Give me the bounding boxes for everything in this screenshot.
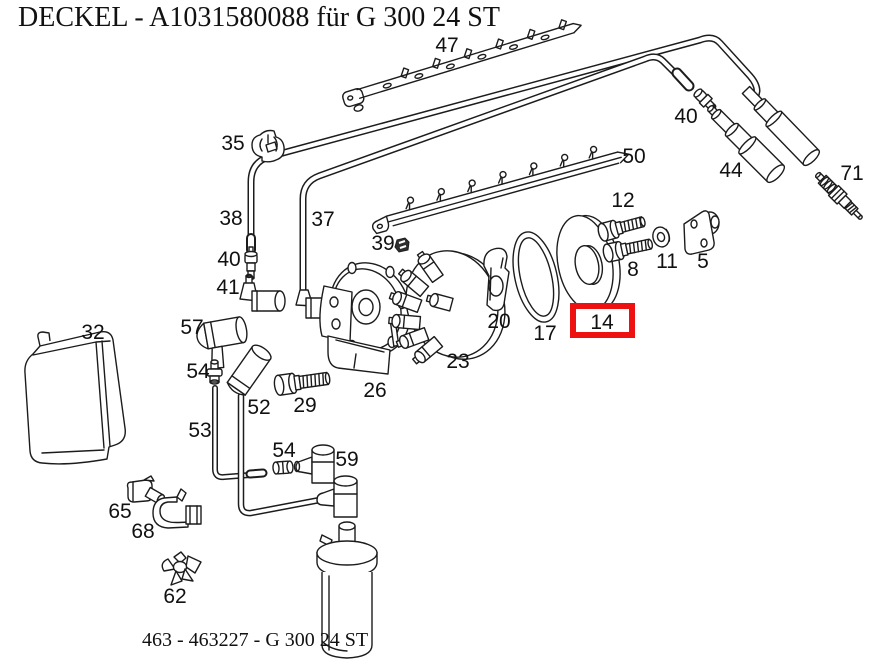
seal-ring-17: [512, 231, 560, 323]
elbow-boot-41: [239, 273, 286, 312]
part-label-57[interactable]: 57: [180, 316, 203, 339]
part-label-5[interactable]: 5: [697, 250, 709, 273]
cable-clip-35: [251, 129, 285, 163]
cap-terminal: [416, 250, 444, 284]
connector-54-lower: [272, 460, 294, 475]
cap-terminal: [388, 313, 422, 331]
part-label-29[interactable]: 29: [293, 394, 316, 417]
part-label-32[interactable]: 32: [81, 321, 104, 344]
connector-54-upper: [206, 359, 223, 385]
part-label-50[interactable]: 50: [622, 145, 645, 168]
ignition-coil: [316, 521, 378, 659]
plug-boot-on-cable: [741, 85, 821, 167]
part-label-41[interactable]: 41: [216, 276, 239, 299]
part-label-26[interactable]: 26: [363, 379, 386, 402]
ignition-cable-37: [299, 53, 695, 298]
cable-rail-47: [342, 19, 582, 112]
cap-terminal: [412, 335, 444, 365]
part-label-8[interactable]: 8: [627, 258, 639, 281]
part-label-59[interactable]: 59: [335, 448, 358, 471]
bracket-5: [683, 210, 720, 255]
part-label-44[interactable]: 44: [719, 159, 743, 182]
straight-boot-52: [226, 344, 272, 396]
part-label-47[interactable]: 47: [435, 34, 458, 57]
page-title: DECKEL - A1031580088 für G 300 24 ST: [18, 2, 500, 33]
part-label-38[interactable]: 38: [219, 207, 242, 230]
part-label-54-lower[interactable]: 54: [272, 439, 296, 462]
nut-39: [394, 237, 410, 253]
spark-plug-71: [814, 171, 863, 220]
footer-caption: 463 - 463227 - G 300 24 ST: [142, 629, 368, 651]
clamp-68: [152, 488, 202, 529]
part-label-65[interactable]: 65: [108, 500, 131, 523]
part-label-11[interactable]: 11: [656, 250, 678, 273]
elbow-boot-57: [196, 316, 248, 370]
part-label-53[interactable]: 53: [188, 419, 211, 442]
ignition-cable-38: [246, 34, 761, 255]
part-label-17[interactable]: 17: [533, 322, 556, 345]
plug-boot-44: [707, 105, 786, 184]
bolt-29: [273, 371, 331, 396]
cap-terminal: [395, 326, 430, 349]
cap-terminal: [388, 291, 423, 314]
clip-62: [161, 551, 202, 586]
part-label-52[interactable]: 52: [247, 396, 270, 419]
ignition-cable-53: [212, 385, 268, 481]
screw-8: [602, 238, 654, 263]
part-label-20[interactable]: 20: [487, 310, 510, 333]
part-label-35[interactable]: 35: [221, 132, 244, 155]
washer-11: [652, 226, 671, 248]
distributor-cap-23: [388, 250, 506, 365]
part-label-40-right[interactable]: 40: [674, 105, 697, 128]
distributor-housing-26: [319, 261, 411, 375]
part-label-62[interactable]: 62: [163, 585, 186, 608]
dust-shield-disc-14: [556, 214, 621, 312]
part-label-39[interactable]: 39: [371, 232, 394, 255]
highlight-box-part-14: [570, 303, 635, 338]
part-labels: 47 35 38 37 40 41 39 50 12 8 11 5 40 44 …: [81, 34, 863, 608]
coil-elbow-boot: [316, 475, 358, 518]
part-label-12[interactable]: 12: [611, 189, 634, 212]
ignition-cable-52-to-coil: [237, 392, 329, 517]
elbow-boot-59: [293, 444, 335, 484]
protective-cover-32: [24, 330, 126, 465]
part-label-54-upper[interactable]: 54: [186, 360, 210, 383]
part-label-37[interactable]: 37: [311, 208, 334, 231]
contact-piece-20: [483, 247, 510, 312]
cap-terminal: [425, 292, 454, 312]
part-label-71[interactable]: 71: [840, 162, 863, 185]
part-label-23[interactable]: 23: [446, 350, 469, 373]
gasket-rail-50: [371, 145, 630, 235]
part-label-40-left[interactable]: 40: [217, 248, 240, 271]
cap-terminal: [398, 268, 430, 298]
screw-12: [597, 216, 646, 242]
part-label-14-highlighted[interactable]: 14: [590, 311, 614, 334]
part-label-68[interactable]: 68: [131, 520, 154, 543]
